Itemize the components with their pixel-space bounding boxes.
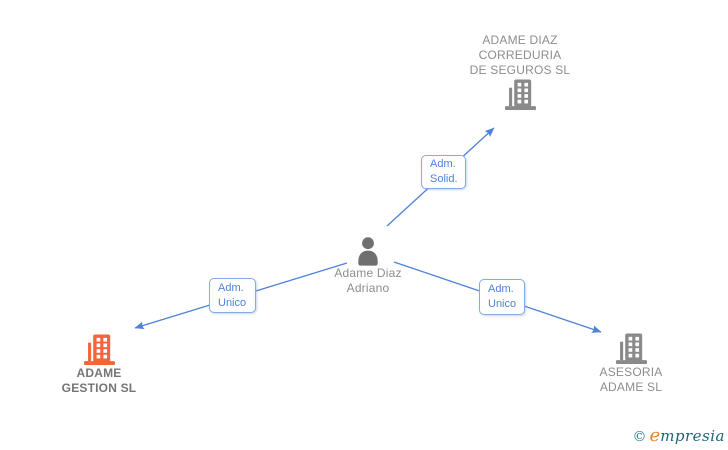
empresia-watermark: © empresia [633, 427, 725, 446]
brand-logo-text: empresia [649, 425, 725, 446]
node-company-adame-gestion[interactable]: ADAME GESTION SL [29, 333, 169, 396]
person-name: Adame Diaz Adriano [334, 266, 402, 295]
person-icon [358, 237, 378, 266]
node-person-adame-diaz-adriano[interactable]: Adame Diaz Adriano [308, 236, 428, 296]
building-icon-highlighted [83, 334, 115, 366]
company-name: ADAME DIAZ CORREDURIA DE SEGUROS SL [469, 33, 571, 77]
node-company-asesoria-adame[interactable]: ASESORIA ADAME SL [561, 332, 701, 395]
company-name: ADAME GESTION SL [61, 366, 137, 395]
company-name: ASESORIA ADAME SL [599, 365, 663, 394]
building-icon [504, 79, 536, 111]
edge-label-adm-unico-right: Adm. Unico [479, 279, 525, 315]
node-company-adame-diaz-correduria[interactable]: ADAME DIAZ CORREDURIA DE SEGUROS SL [430, 33, 610, 111]
building-icon [615, 333, 647, 365]
copyright-icon: © [632, 429, 647, 445]
edge-label-adm-unico-left: Adm. Unico [209, 278, 256, 313]
edge-label-adm-solid: Adm. Solid. [421, 155, 466, 189]
